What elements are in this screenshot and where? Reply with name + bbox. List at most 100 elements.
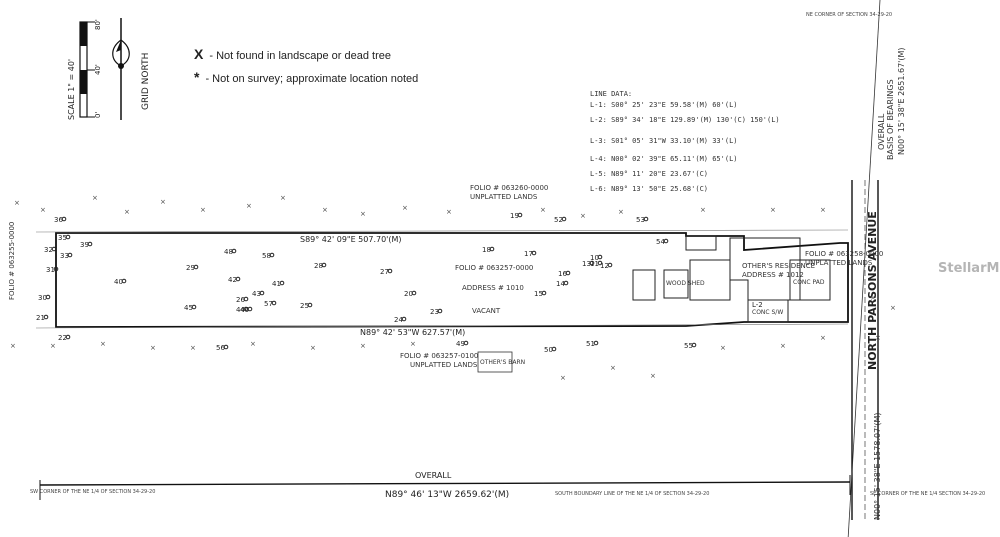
scale-title: SCALE 1" = 40' (67, 59, 76, 120)
tree-icon (61, 216, 67, 222)
tree-number: 13 (582, 260, 591, 268)
scale-tick-0: 0' (94, 112, 102, 118)
parcel-boundary (35, 229, 849, 329)
tree-number: 19 (510, 212, 519, 220)
tree-number: 54 (656, 238, 665, 246)
line-data-row: L-2: S89° 34' 18"E 129.89'(M) 130'(C) 15… (590, 116, 780, 124)
basis-of-bearings-label: BASIS OF BEARINGS (886, 79, 895, 160)
x-mark-icon: × (610, 364, 616, 372)
x-mark-icon: × (190, 344, 196, 352)
tree-icon (307, 302, 313, 308)
x-mark-icon: × (890, 304, 896, 312)
tree-icon (597, 254, 603, 260)
line-data-row: L-5: N89° 11' 20"E 23.67'(C) (590, 170, 709, 178)
others-barn-label: OTHER'S BARN (480, 359, 525, 366)
legend-text-not-found: - Not found in landscape or dead tree (209, 50, 391, 62)
x-mark-icon: × (770, 206, 776, 214)
tree-number: 39 (80, 241, 89, 249)
x-mark-icon: X (194, 46, 204, 62)
tree-icon (607, 262, 613, 268)
tree-number: 57 (264, 300, 273, 308)
tree-icon (53, 266, 59, 272)
tree-icon (243, 306, 249, 312)
tree-icon (223, 344, 229, 350)
corner-sw-note: SW CORNER OF THE NE 1/4 OF SECTION 34-29… (30, 489, 155, 495)
tree-icon (271, 300, 277, 306)
tree-number: 31 (46, 266, 55, 274)
line-data-title: LINE DATA: (590, 90, 633, 98)
l2-label: L-2 (752, 301, 763, 309)
tree-number: 12 (600, 262, 609, 270)
tree-icon (643, 216, 649, 222)
tree-number: 49 (456, 340, 465, 348)
tree-icon (691, 342, 697, 348)
north-arrow-icon: GRID NORTH (112, 18, 151, 120)
x-mark-icon: × (150, 344, 156, 352)
line-data-row: L-1: S00° 25' 23"E 59.58'(M) 60'(L) (590, 101, 738, 109)
tree-number: 55 (684, 342, 693, 350)
tree-icon (561, 216, 567, 222)
tree-icon (541, 290, 547, 296)
tree-number: 36 (54, 216, 63, 224)
tree-number: 40 (114, 278, 123, 286)
overall-east-label: OVERALL (877, 113, 886, 150)
x-mark-icon: × (720, 344, 726, 352)
tree-icon (243, 296, 249, 302)
tree-number: 32 (44, 246, 53, 254)
x-mark-icon: × (250, 340, 256, 348)
tree-icon (597, 260, 603, 266)
tree-icon (401, 316, 407, 322)
legend-item-not-on-survey: * - Not on survey; approximate location n… (194, 69, 418, 85)
north-bearing-label: S89° 42' 09"E 507.70'(M) (300, 235, 402, 244)
x-mark-icon: × (322, 206, 328, 214)
tree-number: 27 (380, 268, 389, 276)
line-data-row: L-3: S01° 05' 31"W 33.10'(M) 33'(L) (590, 137, 738, 145)
wood-shed-label: WOOD SHED (666, 280, 705, 287)
tree-number: 17 (524, 250, 533, 258)
x-mark-icon: × (92, 194, 98, 202)
tree-number: 41 (272, 280, 281, 288)
tree-icon (463, 340, 469, 346)
unplatted-east-label: UNPLATTED LANDS (805, 259, 873, 267)
tree-icon (663, 238, 669, 244)
legend-text-not-on-survey: - Not on survey; approximate location no… (205, 73, 419, 85)
east-bearing-label: N00° 15' 38"E 2651.67'(M) (897, 47, 906, 155)
tree-icon (437, 308, 443, 314)
line-data-row: L-4: N00° 02' 39"E 65.11'(M) 65'(L) (590, 155, 738, 163)
conc-pad-label: CONC PAD (793, 279, 825, 286)
watermark-logo: StellarMLS (938, 261, 1000, 276)
folio-east-label: FOLIO # 063258-0000 (805, 250, 883, 258)
x-mark-icon: × (280, 194, 286, 202)
address-label: ADDRESS # 1010 (462, 284, 524, 292)
scale-tick-80: 80' (94, 19, 102, 30)
buildings: WOOD SHED OTHER'S RESIDENCE ADDRESS # 10… (632, 235, 831, 323)
folio-west-label: FOLIO # 063255-0000 (8, 222, 16, 300)
x-mark-icon: × (410, 340, 416, 348)
south-boundary-note: SOUTH BOUNDARY LINE OF THE NE 1/4 OF SEC… (555, 491, 709, 497)
tree-icon (67, 252, 73, 258)
road-right-of-way: NORTH PARSONS AVENUE BASIS OF BEARINGS O… (847, 0, 906, 537)
tree-number: 33 (60, 252, 69, 260)
asterisk-icon: * (194, 69, 200, 85)
tree-number: 50 (544, 346, 553, 354)
tree-icon (387, 268, 393, 274)
tree-icon (551, 346, 557, 352)
tree-icon (321, 262, 327, 268)
scale-tick-40: 40' (94, 64, 102, 75)
tree-icon (121, 278, 127, 284)
folio-south-label: FOLIO # 063257-0100 (400, 352, 478, 360)
overall-line: OVERALL N89° 46' 13"W 2659.62'(M) (39, 471, 851, 500)
tree-number: 52 (554, 216, 563, 224)
tree-number: 21 (36, 314, 45, 322)
unplatted-south-label: UNPLATTED LANDS (410, 361, 478, 369)
tree-icon (269, 252, 275, 258)
tree-icon (45, 294, 51, 300)
x-mark-icon: × (310, 344, 316, 352)
x-mark-icon: × (780, 342, 786, 350)
tree-number: 51 (586, 340, 595, 348)
x-mark-icon: × (446, 208, 452, 216)
x-mark-icon: × (650, 372, 656, 380)
tree-number: 28 (314, 262, 323, 270)
x-mark-icon: × (360, 342, 366, 350)
